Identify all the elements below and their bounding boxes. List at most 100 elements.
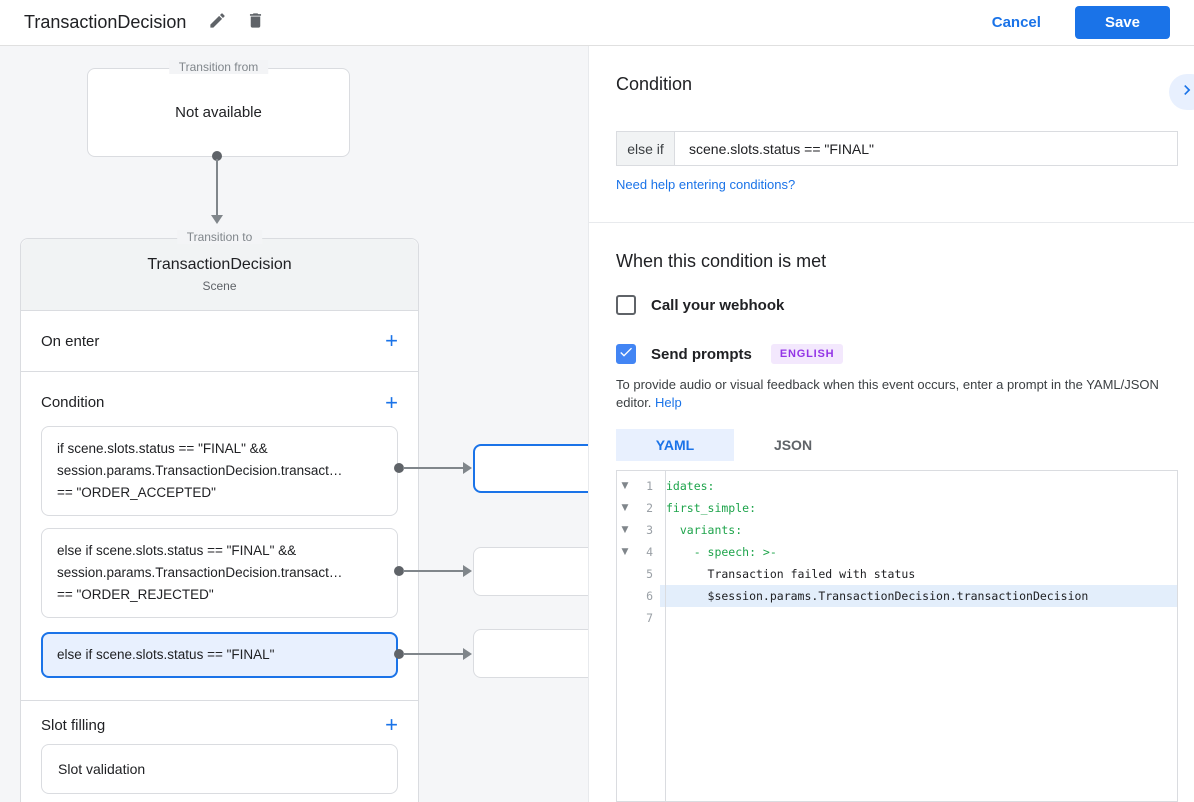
- condition-card-order-accepted[interactable]: if scene.slots.status == "FINAL" && sess…: [41, 426, 398, 516]
- transition-from-box: Transition from Not available: [87, 60, 350, 157]
- transition-target-box-selected[interactable]: [473, 444, 588, 493]
- line-number: 3: [646, 523, 653, 537]
- transition-target-box[interactable]: [473, 629, 588, 678]
- slot-filling-section: Slot filling + Slot validation: [21, 701, 418, 794]
- condition-card-order-rejected[interactable]: else if scene.slots.status == "FINAL" &&…: [41, 528, 398, 618]
- conditions-help-link[interactable]: Need help entering conditions?: [616, 177, 796, 192]
- condition-label: Condition: [41, 394, 105, 411]
- send-prompts-label: Send prompts: [651, 345, 752, 363]
- cancel-button[interactable]: Cancel: [991, 14, 1041, 31]
- arrow-down-icon: [211, 215, 223, 224]
- editor-format-tabs: YAML JSON: [616, 429, 852, 461]
- fold-icon[interactable]: ▼: [621, 547, 629, 557]
- transition-from-legend: Transition from: [168, 60, 269, 74]
- tab-json[interactable]: JSON: [773, 437, 813, 453]
- condition-text-line: == "ORDER_REJECTED": [57, 587, 214, 602]
- add-on-enter-button[interactable]: +: [385, 328, 398, 353]
- connector-dot: [394, 649, 404, 659]
- on-enter-section: On enter +: [21, 311, 418, 372]
- prompt-helper-text: To provide audio or visual feedback when…: [616, 376, 1182, 411]
- condition-text-line: else if scene.slots.status == "FINAL" &&: [57, 543, 297, 558]
- tab-yaml[interactable]: YAML: [616, 429, 734, 461]
- code-text: idates:: [666, 479, 715, 493]
- yaml-code-editor[interactable]: ▼ 1 idates: ▼ 2 first_simple: ▼ 3 varian…: [616, 470, 1178, 802]
- arrow-right-icon: [463, 462, 472, 474]
- condition-section: Condition + if scene.slots.status == "FI…: [21, 372, 418, 701]
- condition-expression-input[interactable]: [675, 132, 1177, 165]
- condition-text-line: == "ORDER_ACCEPTED": [57, 485, 216, 500]
- fold-icon[interactable]: ▼: [621, 525, 629, 535]
- fold-icon[interactable]: ▼: [621, 503, 629, 513]
- code-line: ▼ 4 - speech: >-: [617, 541, 1177, 563]
- topbar-actions: Cancel Save: [992, 6, 1170, 39]
- slot-validation-card[interactable]: Slot validation: [41, 744, 398, 794]
- webhook-label: Call your webhook: [651, 296, 785, 314]
- code-line: 5 Transaction failed with status: [617, 563, 1177, 585]
- scene-card-header[interactable]: TransactionDecision Scene: [21, 239, 418, 311]
- webhook-checkbox[interactable]: [616, 295, 636, 315]
- code-line: ▼ 3 variants:: [617, 519, 1177, 541]
- transition-to-card: Transition to TransactionDecision Scene …: [20, 230, 419, 802]
- transition-diagram-canvas: Transition from Not available Transition…: [0, 46, 588, 802]
- line-number: 7: [646, 611, 653, 625]
- arrow-right-icon: [463, 648, 472, 660]
- gutter-divider: [665, 471, 666, 801]
- fold-spacer: [617, 585, 633, 607]
- code-line: ▼ 2 first_simple:: [617, 497, 1177, 519]
- save-button[interactable]: Save: [1074, 6, 1170, 39]
- helper-text-line1: To provide audio or visual feedback when…: [616, 377, 1159, 392]
- fold-spacer: [617, 563, 633, 585]
- top-bar: TransactionDecision Cancel Save: [0, 0, 1194, 46]
- edit-title-button[interactable]: [206, 12, 228, 34]
- webhook-option-row: Call your webhook: [616, 295, 784, 315]
- line-number: 2: [646, 501, 653, 515]
- connector-line: [403, 467, 464, 469]
- send-prompts-option-row: Send prompts ENGLISH: [616, 344, 844, 364]
- condition-card-selected[interactable]: else if scene.slots.status == "FINAL": [41, 632, 398, 678]
- slot-filling-label: Slot filling: [41, 716, 106, 734]
- transition-target-box[interactable]: [473, 547, 588, 596]
- collapse-panel-button[interactable]: [1169, 74, 1194, 110]
- check-icon: [618, 344, 634, 365]
- code-text: $session.params.TransactionDecision.tran…: [660, 585, 1177, 607]
- condition-section-header: Condition +: [41, 389, 398, 416]
- page-title: TransactionDecision: [24, 12, 187, 32]
- transition-to-legend: Transition to: [176, 230, 263, 244]
- on-enter-label: On enter: [41, 332, 100, 350]
- line-number: 4: [646, 545, 653, 559]
- code-text: [660, 607, 1177, 629]
- connector-line: [403, 653, 464, 655]
- connector-line: [403, 570, 464, 572]
- code-line-highlighted: 6 $session.params.TransactionDecision.tr…: [617, 585, 1177, 607]
- help-link[interactable]: Help: [655, 394, 682, 410]
- code-text: variants:: [666, 523, 743, 537]
- condition-text-line: else if scene.slots.status == "FINAL": [57, 647, 275, 662]
- condition-text-line: session.params.TransactionDecision.trans…: [57, 463, 343, 478]
- condition-detail-panel: Condition else if Need help entering con…: [588, 46, 1194, 802]
- condition-text-line: if scene.slots.status == "FINAL" &&: [57, 441, 268, 456]
- code-line: 7: [617, 607, 1177, 629]
- slot-validation-label: Slot validation: [58, 761, 146, 777]
- arrow-right-icon: [463, 565, 472, 577]
- helper-text-line2: editor.: [616, 394, 652, 410]
- chevron-right-icon: [1177, 80, 1194, 105]
- pencil-icon: [208, 11, 227, 35]
- scene-name: TransactionDecision: [147, 256, 292, 273]
- connector-dot: [394, 566, 404, 576]
- connector-line: [216, 159, 218, 216]
- connector-dot: [394, 463, 404, 473]
- code-text: first_simple:: [666, 501, 757, 515]
- add-condition-button[interactable]: +: [385, 389, 398, 415]
- condition-expression-row: else if: [616, 131, 1178, 166]
- delete-scene-button[interactable]: [244, 12, 266, 34]
- scene-type-label: Scene: [202, 279, 237, 293]
- condition-panel-heading: Condition: [616, 74, 693, 94]
- trash-icon: [246, 11, 265, 35]
- when-met-heading: When this condition is met: [616, 251, 827, 271]
- code-text: - speech: >-: [666, 545, 777, 559]
- fold-icon[interactable]: ▼: [621, 481, 629, 491]
- send-prompts-checkbox[interactable]: [616, 344, 636, 364]
- line-number: 1: [646, 479, 653, 493]
- add-slot-button[interactable]: +: [385, 712, 398, 737]
